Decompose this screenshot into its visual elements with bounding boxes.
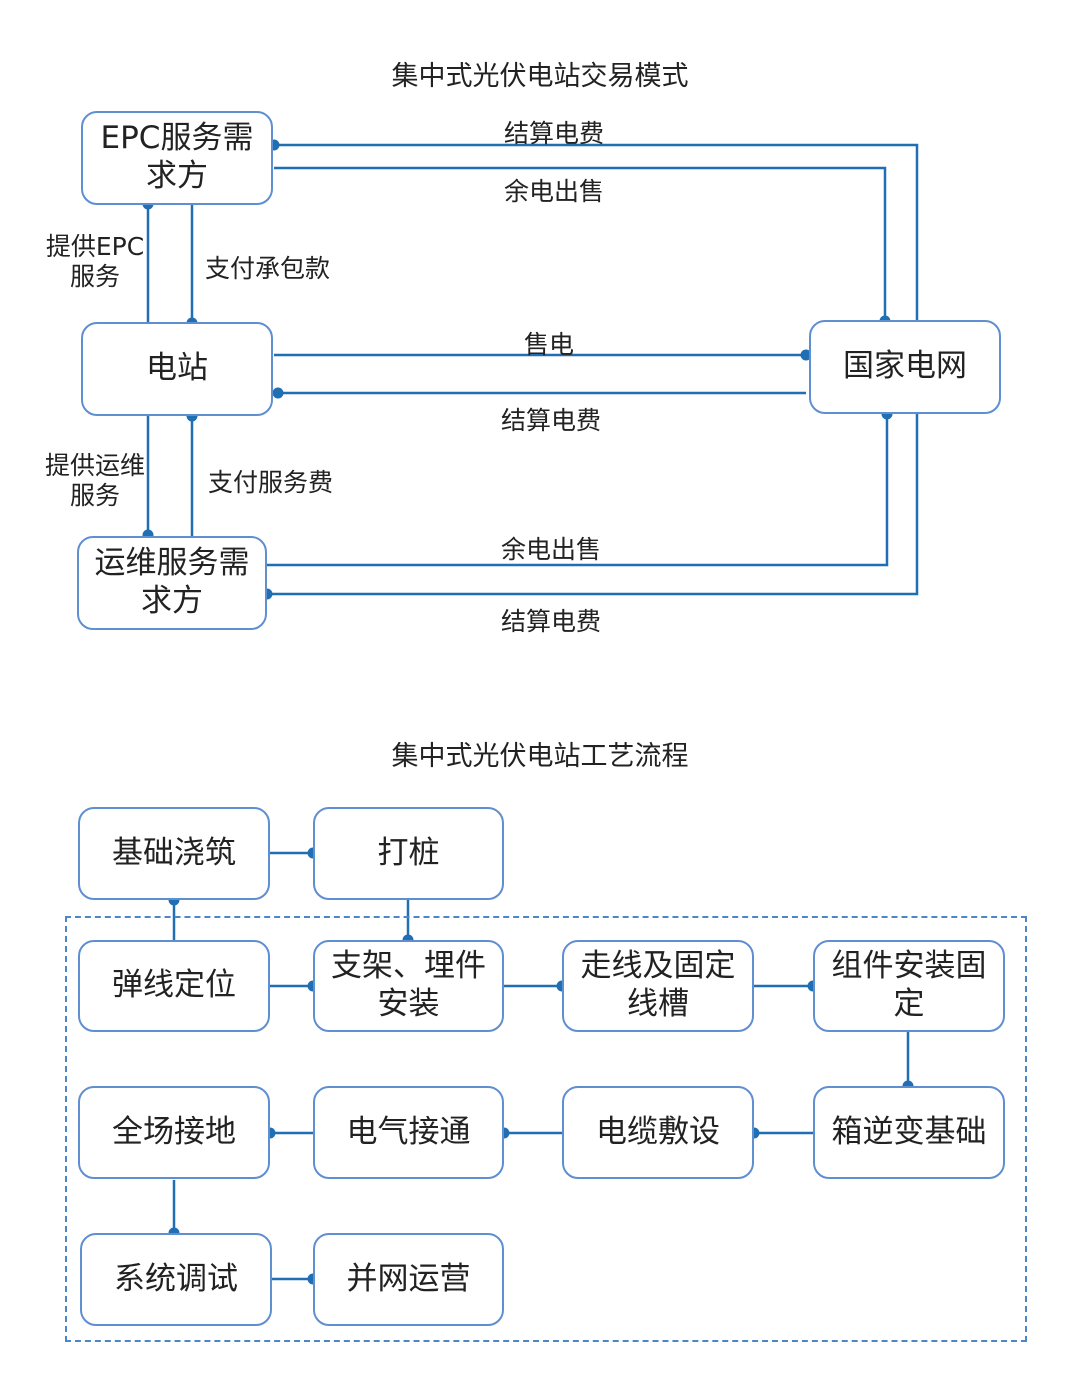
line-epc-settle [274,143,919,320]
trade-diagram-title: 集中式光伏电站交易模式 [391,61,689,92]
step-wiring: 走线及固定线槽 [562,940,754,1032]
node-epc-client: EPC服务需求方 [81,111,273,205]
node-state-grid: 国家电网 [809,320,1001,414]
node-om-client: 运维服务需求方 [77,536,267,630]
label-provide-om: 提供运维服务 [45,451,146,510]
step-electrical: 电气接通 [313,1086,504,1179]
step-layout: 弹线定位 [78,940,270,1032]
label-epc-settle: 结算电费 [504,119,605,148]
step-inverter: 箱逆变基础 [813,1086,1005,1179]
label-station-settle: 结算电费 [501,406,602,435]
dot [800,349,812,361]
label-om-settle: 结算电费 [501,607,602,636]
process-group-frame [65,916,1027,1342]
step-foundation: 基础浇筑 [78,807,270,900]
line-om-settle [267,414,919,596]
label-epc-surplus: 余电出售 [504,177,605,206]
process-diagram-title: 集中式光伏电站工艺流程 [391,741,689,772]
step-bracket: 支架、埋件安装 [313,940,504,1032]
step-cable: 电缆敷设 [562,1086,754,1179]
line-om-surplus [267,414,889,567]
label-pay-service: 支付服务费 [208,468,334,497]
label-om-surplus: 余电出售 [501,535,602,564]
step-grounding: 全场接地 [78,1086,270,1179]
label-pay-contract: 支付承包款 [205,254,331,283]
step-module: 组件安装固定 [813,940,1005,1032]
step-piling: 打桩 [313,807,504,900]
step-operation: 并网运营 [313,1233,504,1326]
line-epc-surplus [274,166,887,321]
label-provide-epc: 提供EPC服务 [45,232,145,291]
dot [272,387,284,399]
node-power-station: 电站 [81,322,273,416]
step-debug: 系统调试 [80,1233,272,1326]
label-sell-power: 售电 [524,330,575,359]
